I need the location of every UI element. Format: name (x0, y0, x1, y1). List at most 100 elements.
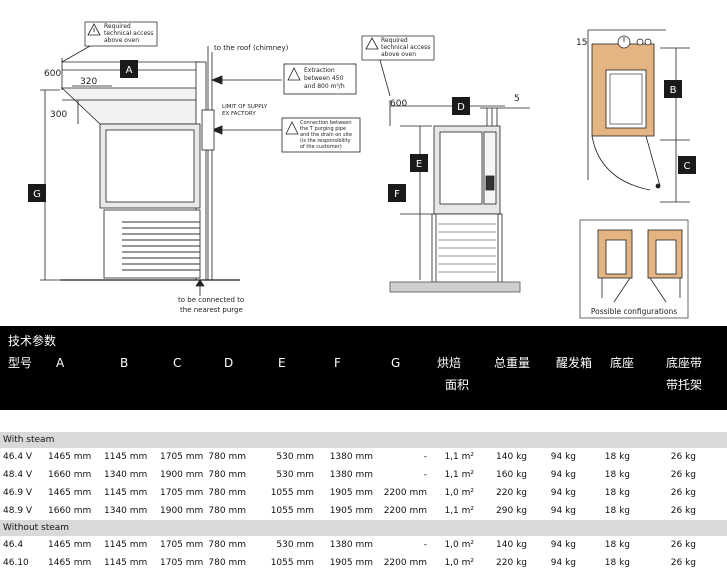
label-b-box (664, 80, 682, 98)
header-model: 型号 (8, 356, 33, 370)
note-connection-line5: of the customer) (300, 144, 342, 150)
cell-b: 1340 mm (104, 470, 148, 480)
configurations-caption: Possible configurations (591, 307, 677, 316)
cell-model: 46.9 V (3, 488, 33, 498)
cell-d: 780 mm (208, 452, 246, 462)
spec-table-header: 技术参数 型号 A B C D E F G 烘焙 面积 总重量 醒发箱 底座 底… (0, 326, 727, 410)
header-base: 底座 (610, 356, 635, 370)
note-purge-line2: the nearest purge (180, 306, 243, 314)
cell-area: 1,0 m² (444, 540, 474, 550)
cell-e: 1055 mm (270, 558, 314, 568)
label-c-box (678, 156, 696, 174)
cell-tray: 26 kg (670, 540, 696, 550)
header-f: F (334, 356, 341, 370)
cell-base: 18 kg (604, 488, 630, 498)
note-roof: to the roof (chimney) (214, 44, 289, 52)
cell-model: 46.10 (3, 558, 29, 568)
technical-drawings: Required technical access above oven to … (28, 21, 696, 319)
cell-area: 1,1 m² (444, 470, 474, 480)
label-g: G (33, 189, 41, 200)
cell-b: 1145 mm (104, 488, 148, 498)
header-proofer: 醒发箱 (556, 356, 593, 370)
cell-c: 1705 mm (160, 540, 204, 550)
cell-d: 780 mm (208, 558, 246, 568)
note-purge-line1: to be connected to (178, 296, 244, 304)
cell-g: - (423, 540, 427, 550)
drawing-configurations (579, 219, 689, 319)
note-required-mid-line3: above oven (381, 51, 416, 58)
cell-base: 18 kg (604, 558, 630, 568)
header-g: G (391, 356, 401, 370)
cell-f: 1380 mm (329, 470, 373, 480)
cell-f: 1905 mm (329, 558, 373, 568)
cell-model: 48.4 V (3, 470, 33, 480)
label-f-box (388, 184, 406, 202)
cell-proofer: 94 kg (550, 488, 576, 498)
cell-weight: 220 kg (496, 558, 527, 568)
header-area-line1: 烘焙 (437, 356, 462, 370)
cell-a: 1660 mm (48, 470, 92, 480)
cell-model: 46.4 V (3, 452, 33, 462)
cell-b: 1340 mm (104, 506, 148, 516)
water-icon (644, 38, 652, 46)
cell-d: 780 mm (208, 506, 246, 516)
cell-weight: 140 kg (496, 540, 527, 550)
note-extraction-line1: Extraction (304, 67, 335, 74)
header-a: A (56, 356, 65, 370)
cell-d: 780 mm (208, 488, 246, 498)
note-connection-line2: the T purging pipe (300, 126, 346, 132)
cell-g: 2200 mm (383, 558, 427, 568)
drawing-side-view (40, 21, 361, 296)
cell-weight: 160 kg (496, 470, 527, 480)
header-c: C (173, 356, 182, 370)
note-required-mid-line1: Required (381, 37, 408, 44)
cell-area: 1,1 m² (444, 452, 474, 462)
cell-c: 1900 mm (160, 506, 204, 516)
label-b: B (670, 85, 677, 96)
cell-tray: 26 kg (670, 488, 696, 498)
label-a: A (126, 65, 133, 76)
cell-area: 1,0 m² (444, 558, 474, 568)
note-connection-line4: (is the responsibility (300, 138, 351, 144)
cell-model: 46.4 (3, 540, 24, 550)
note-connection-line3: and the drain on site (300, 132, 352, 138)
note-required-line3: above oven (104, 37, 139, 44)
label-c: C (684, 161, 691, 172)
header-tray-line1: 底座带 (666, 356, 703, 370)
cell-weight: 140 kg (496, 452, 527, 462)
header-b: B (120, 356, 129, 370)
drawing-front-view (361, 35, 530, 293)
cell-g: - (423, 470, 427, 480)
cell-b: 1145 mm (104, 558, 148, 568)
dim-600-left: 600 (44, 69, 61, 79)
dim-300: 300 (50, 110, 67, 120)
cell-d: 780 mm (208, 470, 246, 480)
warning-icon (365, 37, 379, 50)
cell-a: 1465 mm (48, 452, 92, 462)
cell-tray: 26 kg (670, 558, 696, 568)
cell-proofer: 94 kg (550, 452, 576, 462)
cell-f: 1380 mm (329, 540, 373, 550)
cell-d: 780 mm (208, 540, 246, 550)
cell-proofer: 94 kg (550, 506, 576, 516)
cell-c: 1705 mm (160, 488, 204, 498)
note-limit-line1: LIMIT OF SUPPLY (222, 104, 268, 110)
label-d: D (457, 102, 465, 113)
dim-600-mid: 600 (390, 99, 407, 109)
dim-320: 320 (80, 77, 97, 87)
cell-c: 1900 mm (160, 470, 204, 480)
cell-g: 2200 mm (383, 506, 427, 516)
cell-c: 1705 mm (160, 558, 204, 568)
header-e: E (278, 356, 286, 370)
section-header: With steam (0, 432, 727, 448)
cell-weight: 290 kg (496, 506, 527, 516)
cell-proofer: 94 kg (550, 540, 576, 550)
cell-a: 1465 mm (48, 540, 92, 550)
cell-base: 18 kg (604, 540, 630, 550)
header-tray-line2: 带托架 (666, 378, 703, 392)
note-required-line1: Required (104, 23, 131, 30)
